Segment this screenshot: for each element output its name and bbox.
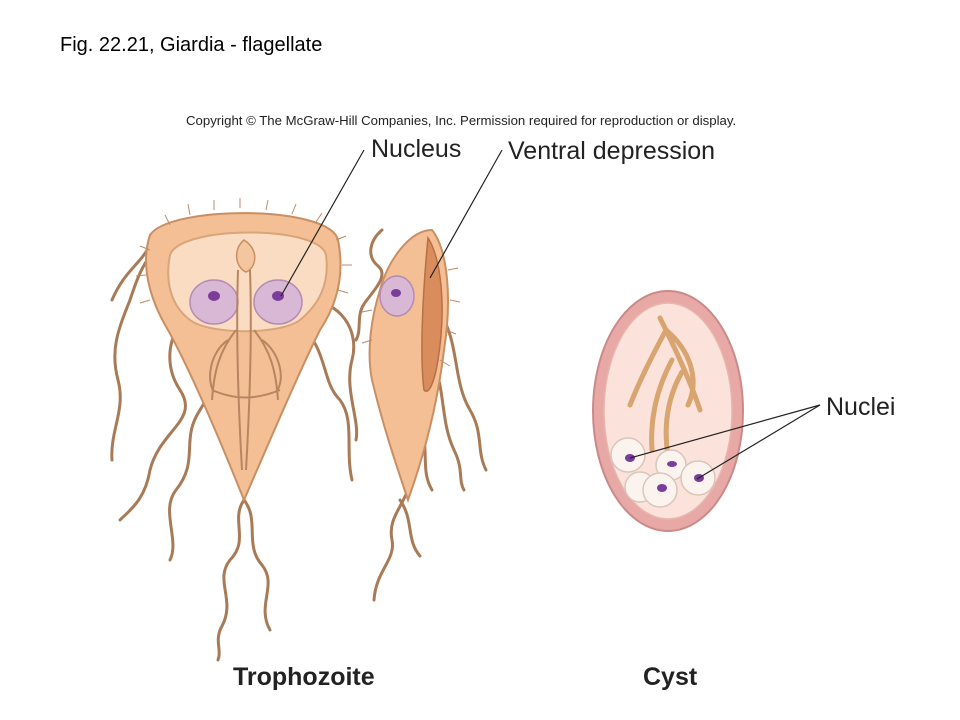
ventral-depression-groove	[421, 235, 443, 392]
nucleus-left	[189, 279, 239, 325]
cyst-nuclei	[610, 437, 716, 508]
nucleus-right-dot	[272, 291, 284, 301]
nucleus-left-dot	[208, 291, 220, 301]
figure-title: Fig. 22.21, Giardia - flagellate	[60, 34, 323, 56]
axostyles	[209, 269, 282, 471]
cyst	[592, 290, 744, 532]
cyst-caption: Cyst	[643, 663, 698, 691]
nuclei-leader-1	[629, 404, 821, 459]
side-nucleus-dot	[391, 289, 401, 297]
cyst-axonemes	[627, 315, 703, 459]
ventral-depression-label: Ventral depression	[508, 137, 716, 165]
nucleus-label: Nucleus	[371, 135, 462, 163]
trophozoite-caption: Trophozoite	[233, 663, 375, 691]
cell-hairs	[135, 198, 352, 304]
ventral-leader	[429, 149, 503, 279]
nucleus-right	[253, 279, 303, 325]
copyright-notice: Copyright © The McGraw-Hill Companies, I…	[186, 113, 737, 128]
nuclei-leader-2	[696, 404, 821, 480]
trophozoite-side-view	[354, 228, 488, 602]
nucleus-leader	[280, 149, 365, 297]
leader-lines	[280, 149, 821, 480]
trophozoite-front-view	[110, 198, 359, 662]
nuclei-label: Nuclei	[826, 393, 896, 421]
side-hairs	[361, 267, 461, 367]
